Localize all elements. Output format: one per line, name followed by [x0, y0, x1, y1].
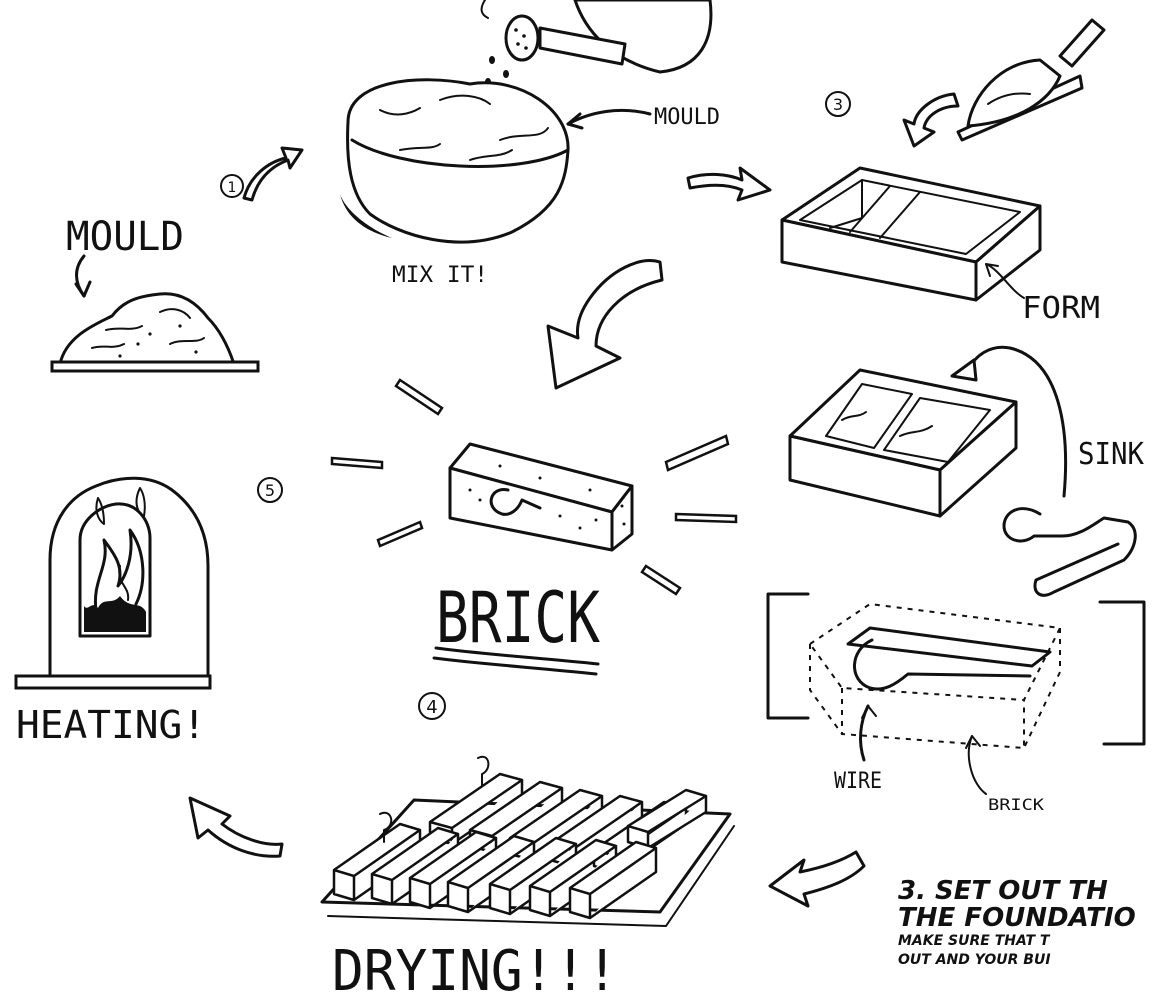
drying-bricks-illustration [322, 693, 734, 926]
filled-form-illustration [790, 347, 1066, 516]
instruction-caption: 3. SET OUT TH THE FOUNDATIO MAKE SURE TH… [898, 878, 1154, 970]
wire-hook-illustration [1004, 509, 1135, 596]
brick-center-label: BRICK [436, 577, 600, 659]
arrow-to-heating [190, 798, 282, 856]
step3-number: 3 [833, 95, 843, 114]
trowel-illustration [826, 20, 1104, 146]
form-label: FORM [1022, 291, 1100, 326]
brick-small-label: BRICK [988, 795, 1044, 814]
step4-number: 4 [426, 697, 437, 718]
arrow-to-drying [770, 852, 864, 906]
caption-body-line1: MAKE SURE THAT T [898, 932, 1154, 951]
caption-body-line2: OUT AND YOUR BUI [898, 951, 1154, 970]
mixing-bowl-illustration [340, 80, 650, 242]
mould-left-label: MOULD [66, 214, 184, 260]
mix-it-label: MIX IT! [392, 263, 488, 288]
arrow-to-form [688, 168, 770, 200]
mould-top-label: MOULD [654, 105, 720, 130]
heating-label: HEATING! [16, 703, 206, 747]
wire-label: WIRE [834, 769, 882, 794]
caption-heading-line2: THE FOUNDATIO [898, 905, 1154, 932]
kiln-illustration [16, 478, 210, 688]
step5-number: 5 [265, 481, 275, 500]
brick-cutting-illustration [768, 594, 1144, 794]
drying-label: DRYING!!! [332, 939, 618, 1003]
form-illustration [782, 168, 1040, 300]
sink-label: SINK [1078, 437, 1144, 472]
arrow-to-brick [548, 261, 662, 388]
mould-pile-illustration [52, 256, 258, 371]
caption-heading-line1: 3. SET OUT TH [898, 878, 1154, 905]
step1-number: 1 [228, 180, 237, 196]
